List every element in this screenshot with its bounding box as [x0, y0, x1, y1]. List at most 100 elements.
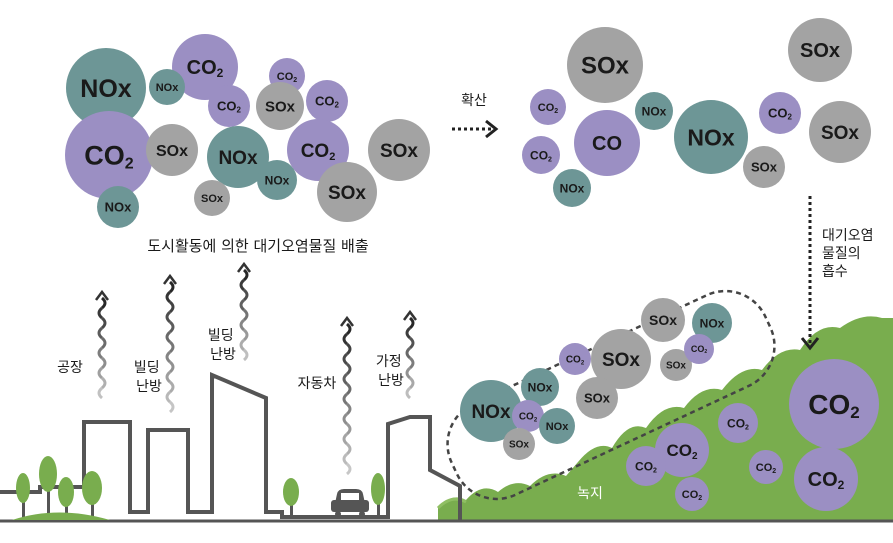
svg-text:NOx: NOx — [471, 402, 511, 423]
label-car: 자동차 — [298, 376, 337, 392]
svg-text:NOx: NOx — [80, 75, 132, 103]
svg-text:CO2: CO2 — [217, 99, 242, 115]
nox-molecule: NOx — [460, 380, 522, 442]
emission-smoke — [95, 261, 417, 476]
nox-molecule: NOx — [149, 69, 185, 105]
co2-molecule: CO2 — [655, 423, 709, 477]
svg-text:SOx: SOx — [265, 98, 296, 115]
svg-text:SOx: SOx — [751, 160, 778, 175]
tree-icon — [58, 477, 74, 519]
svg-text:SOx: SOx — [649, 312, 677, 328]
svg-text:NOx: NOx — [560, 181, 585, 195]
diffusion-label: 확산 — [461, 93, 487, 109]
svg-text:SOx: SOx — [328, 183, 366, 204]
green-area-label: 녹지 — [577, 486, 603, 502]
svg-text:CO2: CO2 — [682, 489, 703, 502]
svg-text:SOx: SOx — [821, 123, 859, 144]
svg-text:CO2: CO2 — [808, 389, 859, 422]
label-building-heating-2: 빌딩 난방 — [208, 328, 238, 363]
svg-text:SOx: SOx — [380, 141, 418, 162]
sox-molecule: SOx — [660, 349, 692, 381]
car-icon — [331, 489, 369, 517]
co2-molecule: CO2 — [675, 477, 709, 511]
svg-text:CO2: CO2 — [808, 469, 845, 492]
sox-molecule: SOx — [194, 180, 230, 216]
smoke-squiggle — [163, 273, 177, 414]
source-labels: 공장 빌딩 난방 빌딩 난방 자동차 가정 난방 — [57, 328, 406, 395]
svg-text:SOx: SOx — [581, 53, 630, 80]
svg-text:CO2: CO2 — [519, 412, 538, 424]
co2-molecule: CO2 — [559, 343, 591, 375]
sox-molecule: SOx — [317, 162, 377, 222]
nox-molecule: NOx — [635, 92, 673, 130]
svg-text:SOx: SOx — [800, 40, 840, 62]
co2-molecule: CO2 — [65, 111, 153, 199]
svg-text:NOx: NOx — [105, 200, 133, 215]
sox-molecule: SOx — [641, 298, 685, 342]
sox-molecule: SOx — [809, 101, 871, 163]
co2-molecule: CO2 — [626, 446, 666, 486]
tree-icon — [39, 456, 57, 518]
trees — [12, 456, 385, 520]
co2-molecule: CO2 — [306, 80, 348, 122]
co2-molecule: CO2 — [794, 447, 858, 511]
svg-text:CO2: CO2 — [666, 441, 698, 462]
svg-text:CO2: CO2 — [538, 102, 559, 115]
nox-molecule: NOx — [66, 48, 146, 128]
sox-molecule: SOx — [368, 119, 430, 181]
co2-molecule: CO2 — [522, 136, 560, 174]
sox-molecule: SOx — [743, 146, 785, 188]
sox-molecule: SOx — [567, 27, 643, 103]
svg-text:CO2: CO2 — [756, 462, 777, 475]
svg-text:SOx: SOx — [509, 440, 529, 451]
label-home-heating: 가정 난방 — [376, 354, 406, 389]
sox-molecule: SOx — [146, 124, 198, 176]
sox-molecule: SOx — [503, 428, 535, 460]
tree-icon — [371, 473, 385, 517]
capture-box — [446, 289, 776, 501]
sox-molecule: SOx — [256, 82, 304, 130]
smoke-squiggle — [95, 289, 109, 400]
sox-molecule: SOx — [591, 329, 651, 389]
city-skyline — [0, 371, 462, 521]
svg-text:SOx: SOx — [201, 193, 224, 205]
nox-molecule: NOx — [553, 169, 591, 207]
co2-molecule: CO2 — [208, 85, 250, 127]
svg-text:CO2: CO2 — [315, 94, 340, 110]
nox-molecule: NOx — [97, 186, 139, 228]
svg-text:CO2: CO2 — [187, 57, 224, 80]
co2-molecule: CO2 — [512, 400, 544, 432]
svg-text:SOx: SOx — [666, 361, 686, 372]
tree-icon — [283, 478, 299, 517]
nox-molecule: NOx — [692, 303, 732, 343]
co2-molecule: CO2 — [789, 359, 879, 449]
svg-text:SOx: SOx — [602, 350, 640, 371]
nox-molecule: NOx — [539, 408, 575, 444]
tree-icon — [16, 473, 30, 520]
svg-text:CO2: CO2 — [277, 71, 298, 84]
svg-text:NOx: NOx — [642, 104, 667, 118]
diffusion-arrow — [452, 119, 499, 139]
svg-text:CO2: CO2 — [727, 416, 749, 431]
sox-molecule: SOx — [788, 18, 852, 82]
co2-molecule: CO2 — [759, 92, 801, 134]
svg-text:CO2: CO2 — [768, 106, 793, 122]
svg-text:SOx: SOx — [156, 143, 188, 160]
co2-molecule: CO2 — [749, 450, 783, 484]
co2-molecule: CO2 — [172, 34, 238, 100]
label-factory: 공장 — [57, 360, 83, 376]
svg-text:NOx: NOx — [700, 316, 725, 330]
tree-icon — [82, 471, 102, 518]
svg-text:CO2: CO2 — [301, 141, 336, 163]
emission-caption: 도시활동에 의한 대기오염물질 배출 — [147, 237, 368, 255]
svg-text:CO2: CO2 — [635, 459, 657, 474]
svg-text:CO2: CO2 — [691, 344, 708, 355]
svg-text:NOx: NOx — [687, 124, 735, 150]
nox-molecule: NOx — [257, 160, 297, 200]
sox-molecule: SOx — [576, 377, 618, 419]
svg-text:NOx: NOx — [546, 421, 570, 433]
